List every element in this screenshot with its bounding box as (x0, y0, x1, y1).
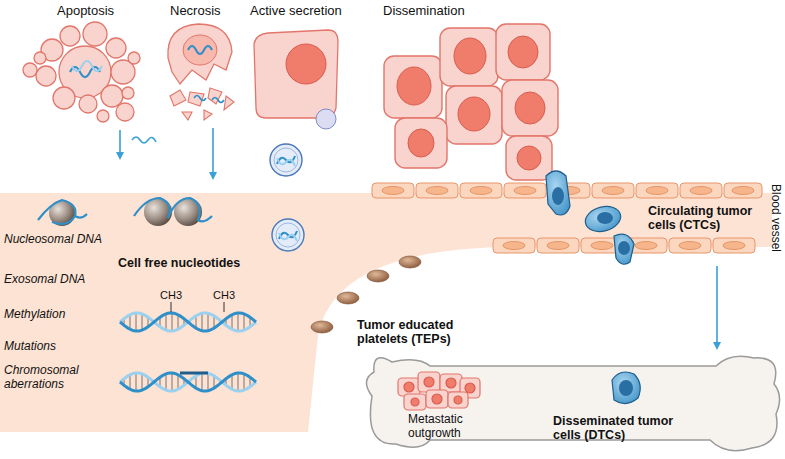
endothelial-cell (592, 183, 634, 198)
secreting-cell (254, 30, 338, 129)
label: Methylation (4, 307, 65, 321)
endothelial-cell (636, 183, 678, 198)
endothelial-cell (372, 183, 414, 198)
base-pair (130, 375, 131, 389)
label: Nucleosomal DNA (4, 232, 114, 246)
base-pair (232, 315, 233, 329)
endothelial-cell (680, 183, 722, 198)
endothelial-nucleus (591, 242, 613, 250)
base-pair (172, 373, 173, 391)
endothelial-nucleus (635, 242, 657, 250)
base-pair (166, 374, 167, 390)
tumor-cluster (384, 24, 558, 180)
arrow (716, 266, 718, 348)
endothelial-cell (537, 238, 579, 253)
endothelial-nucleus (732, 187, 754, 195)
dna-strand (120, 313, 256, 331)
disseminated-tumor-cell (612, 372, 640, 404)
label: CH3 (213, 288, 235, 302)
arrow (212, 128, 214, 178)
label: Chromosomal aberrations (4, 363, 92, 391)
base-pair (166, 314, 167, 330)
label: Apoptosis (57, 4, 114, 18)
base-pair (172, 313, 173, 331)
base-pair (208, 373, 209, 390)
circulating-tumor-cell (546, 171, 634, 264)
arrow (119, 130, 121, 158)
methyl-stick (171, 302, 172, 312)
dna-fragment (132, 137, 156, 143)
nucleosome (38, 198, 212, 226)
base-pair (208, 313, 209, 330)
label: Exosomal DNA (4, 272, 85, 286)
label: CH3 (160, 288, 182, 302)
endothelial-cell (669, 238, 711, 253)
endothelial-nucleus (690, 187, 712, 195)
endothelial-cell (416, 183, 458, 198)
endothelial-cell (713, 238, 755, 253)
dna-strand (120, 313, 256, 331)
label: Active secretion (250, 4, 342, 18)
necrotic-cell (168, 24, 234, 120)
dna-strand (120, 373, 256, 391)
bone (366, 356, 779, 450)
aberration-mark (180, 372, 208, 375)
endothelial-cell (493, 238, 535, 253)
endothelial-nucleus (382, 187, 404, 195)
endothelial-cell (504, 183, 546, 198)
apoptotic-cell (23, 22, 140, 122)
label: Cell free nucleotides (118, 256, 240, 270)
dna-helix (120, 313, 256, 391)
label: Disseminated tumor cells (DTCs) (553, 414, 683, 442)
base-pair (178, 375, 179, 389)
endothelial-nucleus (602, 187, 624, 195)
endothelial-nucleus (646, 187, 668, 195)
base-pair (244, 374, 245, 390)
base-pair (244, 314, 245, 330)
dna-strand (120, 373, 256, 391)
label: Metastatic outgrowth (408, 412, 488, 440)
metastatic-cells (398, 372, 480, 410)
label: Tumor educated platelets (TEPs) (357, 318, 477, 346)
base-pair (130, 315, 131, 329)
base-pair (232, 375, 233, 389)
label: Blood vessel (769, 184, 783, 252)
exosome (270, 144, 302, 176)
endothelial-nucleus (547, 242, 569, 250)
endothelial-nucleus (679, 242, 701, 250)
methyl-stick (224, 302, 225, 312)
endothelial-nucleus (426, 187, 448, 195)
label: Mutations (4, 339, 56, 353)
endothelial-nucleus (723, 242, 745, 250)
base-pair (238, 313, 239, 331)
endothelial-nucleus (470, 187, 492, 195)
base-pair (238, 373, 239, 391)
endothelial-cell (460, 183, 502, 198)
base-pair (142, 374, 143, 390)
label: Circulating tumor cells (CTCs) (648, 204, 766, 232)
base-pair (136, 373, 137, 391)
base-pair (178, 315, 179, 329)
endothelial-cell (724, 183, 762, 198)
base-pair (202, 313, 203, 330)
endothelial-nucleus (514, 187, 536, 195)
base-pair (136, 313, 137, 331)
base-pair (142, 314, 143, 330)
endothelial-nucleus (503, 242, 525, 250)
label: Necrosis (170, 4, 221, 18)
base-pair (202, 373, 203, 390)
exosome (272, 219, 304, 251)
label: Dissemination (383, 4, 465, 18)
